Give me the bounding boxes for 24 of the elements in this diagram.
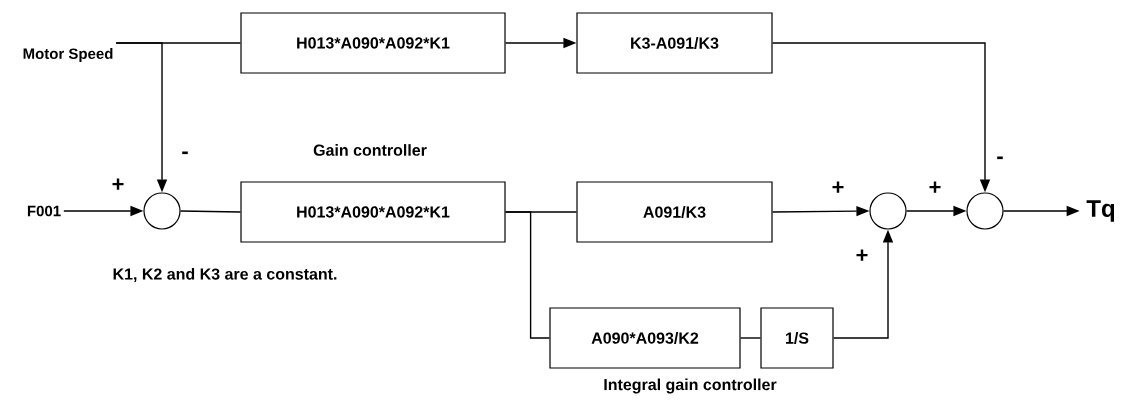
sign-label: - bbox=[182, 151, 188, 155]
signal-label: Motor Speed bbox=[23, 48, 113, 62]
block-box: H013*A090*A092*K1 bbox=[240, 12, 506, 74]
block-box: A090*A093/K2 bbox=[549, 307, 741, 369]
sign-label: + bbox=[856, 249, 868, 261]
signal-label: Tq bbox=[1086, 200, 1115, 222]
caption-text: Gain controller bbox=[313, 144, 427, 156]
summing-junction bbox=[966, 192, 1004, 230]
connector-line bbox=[179, 210, 242, 213]
summing-junction bbox=[869, 192, 907, 230]
connector-line bbox=[739, 337, 762, 339]
sign-label: + bbox=[832, 181, 844, 193]
signal-label: F001 bbox=[27, 205, 61, 217]
block-box: H013*A090*A092*K1 bbox=[240, 181, 506, 243]
summing-junction bbox=[143, 192, 181, 230]
block-box: A091/K3 bbox=[576, 181, 773, 243]
block-box: K3-A091/K3 bbox=[576, 12, 773, 74]
connector-line bbox=[504, 211, 551, 339]
caption-text: K1, K2 and K3 are a constant. bbox=[113, 267, 337, 283]
caption-text: Integral gain controller bbox=[604, 378, 777, 394]
sign-label: + bbox=[929, 181, 941, 193]
sign-label: - bbox=[997, 156, 1003, 160]
sign-label: + bbox=[112, 178, 124, 190]
block-box: 1/S bbox=[760, 307, 834, 369]
